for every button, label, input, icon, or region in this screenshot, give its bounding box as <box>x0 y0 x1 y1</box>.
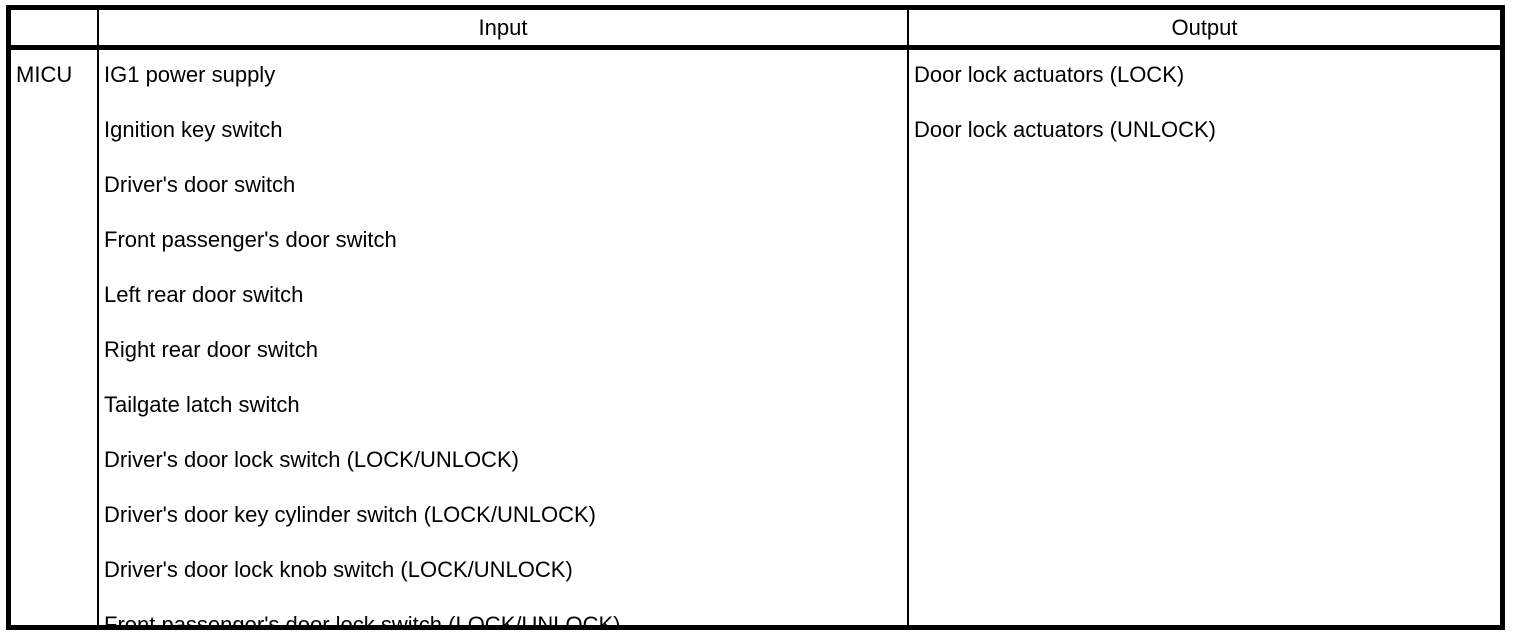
list-item: Front passenger's door lock switch (LOCK… <box>104 612 621 625</box>
cell-system: MICU <box>11 50 97 625</box>
list-item: Door lock actuators (UNLOCK) <box>914 117 1216 142</box>
input-item-list: IG1 power supply Ignition key switch Dri… <box>104 55 907 625</box>
table-header-output: Output <box>907 10 1500 45</box>
list-item: Left rear door switch <box>104 282 304 307</box>
list-item: Driver's door lock knob switch (LOCK/UNL… <box>104 557 573 582</box>
cell-input: IG1 power supply Ignition key switch Dri… <box>97 50 907 625</box>
table-header-input: Input <box>97 10 907 45</box>
system-label-micu: MICU <box>16 62 73 87</box>
list-item: Ignition key switch <box>104 117 283 142</box>
table-header-row: Input Output <box>11 10 1500 50</box>
list-item: Tailgate latch switch <box>104 392 300 417</box>
table-header-corner-cell <box>11 10 97 45</box>
list-item: Driver's door lock switch (LOCK/UNLOCK) <box>104 447 519 472</box>
list-item: Front passenger's door switch <box>104 227 397 252</box>
list-item: Driver's door key cylinder switch (LOCK/… <box>104 502 596 527</box>
list-item: Door lock actuators (LOCK) <box>914 62 1185 87</box>
list-item: Driver's door switch <box>104 172 296 197</box>
table-row: MICU IG1 power supply Ignition key switc… <box>11 50 1500 625</box>
io-table: Input Output MICU IG1 power supply Ignit… <box>6 5 1505 630</box>
list-item: IG1 power supply <box>104 62 276 87</box>
cell-output: Door lock actuators (LOCK) Door lock act… <box>907 50 1500 625</box>
list-item: Right rear door switch <box>104 337 318 362</box>
output-item-list: Door lock actuators (LOCK) Door lock act… <box>914 55 1500 165</box>
